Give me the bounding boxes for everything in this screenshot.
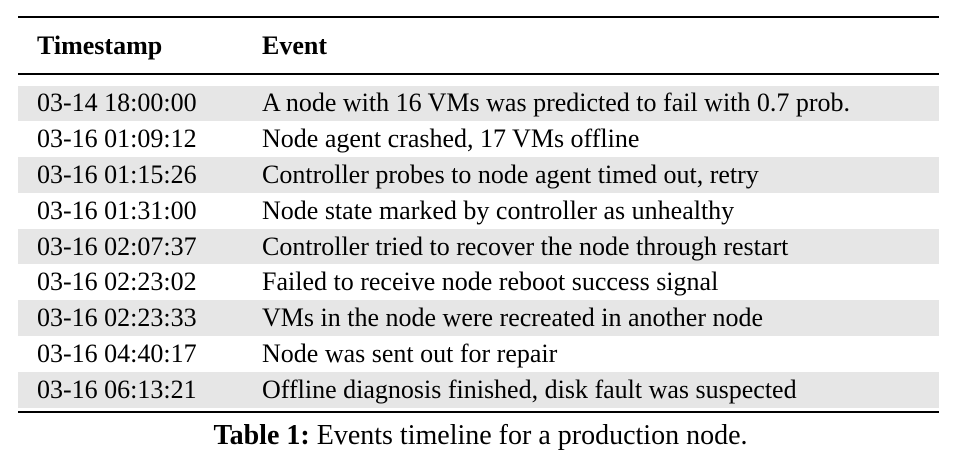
caption-label: Table 1: bbox=[213, 420, 310, 451]
row-timestamp: 03-16 02:23:33 bbox=[37, 303, 197, 333]
row-timestamp: 03-16 01:15:26 bbox=[37, 159, 197, 189]
events-table: Timestamp Event 03-14 18:00:00 A node wi… bbox=[18, 16, 939, 413]
table-top-rule bbox=[18, 16, 939, 18]
row-event: Controller probes to node agent timed ou… bbox=[262, 159, 759, 189]
row-timestamp: 03-14 18:00:00 bbox=[37, 88, 197, 118]
row-timestamp: 03-16 01:31:00 bbox=[37, 195, 197, 225]
header-event: Event bbox=[262, 30, 327, 60]
row-event: Failed to receive node reboot success si… bbox=[262, 267, 719, 297]
table-bottom-rule bbox=[18, 410, 939, 413]
row-event: VMs in the node were recreated in anothe… bbox=[262, 303, 764, 333]
table-row: 03-16 02:23:02 Failed to receive node re… bbox=[18, 264, 939, 300]
row-event: Controller tried to recover the node thr… bbox=[262, 231, 789, 261]
row-timestamp: 03-16 01:09:12 bbox=[37, 124, 197, 154]
table-row: 03-16 01:31:00 Node state marked by cont… bbox=[18, 193, 939, 229]
table-row: 03-16 04:40:17 Node was sent out for rep… bbox=[18, 336, 939, 372]
row-timestamp: 03-16 02:07:37 bbox=[37, 231, 197, 261]
row-event: Node agent crashed, 17 VMs offline bbox=[262, 124, 640, 154]
table-row: 03-14 18:00:00 A node with 16 VMs was pr… bbox=[18, 85, 939, 122]
table-row: 03-16 02:23:33 VMs in the node were recr… bbox=[18, 300, 939, 337]
row-event: A node with 16 VMs was predicted to fail… bbox=[262, 88, 851, 118]
table-row: 03-16 01:09:12 Node agent crashed, 17 VM… bbox=[18, 121, 939, 157]
row-timestamp: 03-16 04:40:17 bbox=[37, 338, 197, 368]
row-timestamp: 03-16 02:23:02 bbox=[37, 267, 197, 297]
row-timestamp: 03-16 06:13:21 bbox=[37, 374, 197, 404]
row-event: Node was sent out for repair bbox=[262, 338, 558, 368]
table-row: 03-16 02:07:37 Controller tried to recov… bbox=[18, 228, 939, 265]
table-row: 03-16 06:13:21 Offline diagnosis finishe… bbox=[18, 371, 939, 408]
caption-text: Events timeline for a production node. bbox=[309, 420, 748, 451]
table-header-rule bbox=[18, 73, 939, 75]
row-event: Node state marked by controller as unhea… bbox=[262, 195, 735, 225]
row-event: Offline diagnosis finished, disk fault w… bbox=[262, 374, 797, 404]
table-header-row: Timestamp Event bbox=[18, 18, 939, 73]
table-caption: Table 1: Events timeline for a productio… bbox=[0, 420, 961, 452]
table-row: 03-16 01:15:26 Controller probes to node… bbox=[18, 157, 939, 193]
header-timestamp: Timestamp bbox=[37, 30, 163, 60]
